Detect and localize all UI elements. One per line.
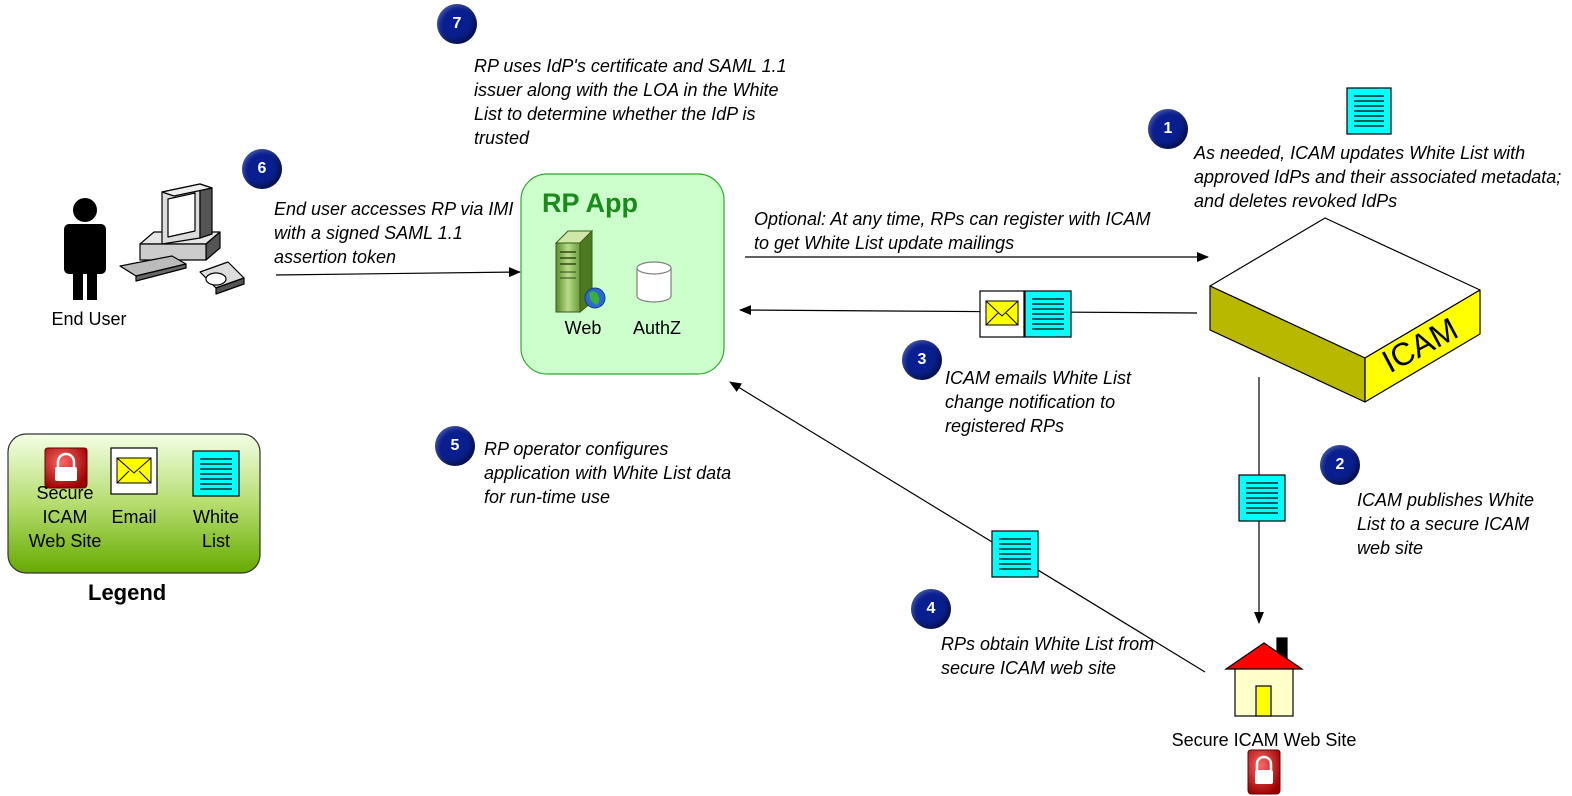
whitelist-document-icon — [1346, 87, 1392, 135]
end-user-label: End User — [51, 309, 127, 329]
person-icon — [64, 198, 106, 300]
step-5-badge: 5 — [435, 426, 475, 466]
whitelist-document-icon — [1024, 290, 1072, 338]
step-7-badge: 7 — [437, 4, 477, 44]
legend-secure-site-label: Secure ICAM Web Site — [28, 483, 102, 551]
legend-whitelist-label: White List — [192, 507, 239, 551]
web-server-icon — [554, 229, 606, 314]
legend-email-label: Email — [111, 507, 157, 527]
email-envelope-icon — [979, 290, 1025, 338]
step-7-text: RP uses IdP's certificate and SAML 1.1 i… — [474, 56, 787, 148]
authz-label: AuthZ — [632, 318, 682, 338]
whitelist-document-icon — [1238, 474, 1286, 522]
database-icon — [636, 261, 672, 303]
step-1-badge: 1 — [1148, 109, 1188, 149]
secure-site-label: Secure ICAM Web Site — [1171, 730, 1357, 750]
step-1-text: As needed, ICAM updates White List with … — [1194, 143, 1562, 211]
optional-note: Optional: At any time, RPs can register … — [754, 209, 1151, 253]
lock-icon — [1247, 749, 1281, 795]
step-4-badge: 4 — [911, 589, 951, 629]
step-6-badge: 6 — [242, 149, 282, 189]
arrow-user-to-rp — [275, 267, 521, 278]
icam-box — [1209, 217, 1481, 403]
whitelist-document-icon — [991, 530, 1039, 578]
rp-app-title: RP App — [542, 188, 639, 218]
arrow-site-to-rp — [729, 381, 1206, 673]
document-icon — [192, 450, 240, 497]
step-2-badge: 2 — [1320, 445, 1360, 485]
step-2-text: ICAM publishes White List to a secure IC… — [1357, 490, 1535, 558]
computer-icon — [119, 183, 245, 295]
lock-icon — [44, 447, 88, 489]
house-icon — [1224, 637, 1304, 717]
step-5-text: RP operator configures application with … — [484, 439, 732, 507]
legend-title: Legend — [88, 580, 167, 605]
step-3-text: ICAM emails White List change notificati… — [945, 368, 1132, 436]
arrow-icam-to-rp — [739, 305, 1198, 316]
web-label: Web — [564, 318, 602, 338]
step-4-text: RPs obtain White List from secure ICAM w… — [941, 634, 1155, 678]
envelope-icon — [110, 447, 158, 495]
rp-app-box — [520, 173, 725, 375]
step-6-text: End user accesses RP via IMI with a sign… — [274, 199, 514, 267]
step-3-badge: 3 — [902, 340, 942, 380]
